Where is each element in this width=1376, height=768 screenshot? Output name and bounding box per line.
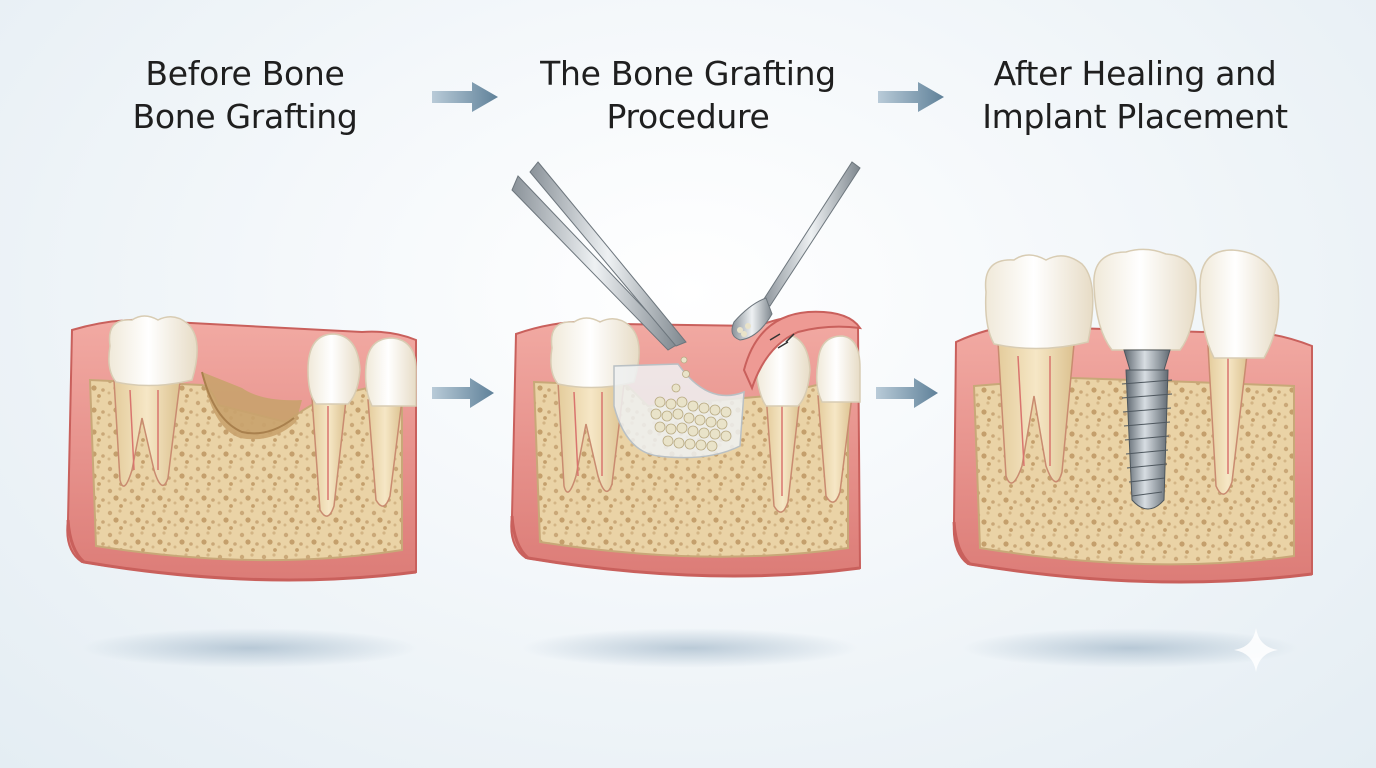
- tooth-crown: [364, 337, 417, 407]
- tooth-root: [765, 393, 801, 513]
- stage-title-line: Before Bone: [145, 54, 345, 93]
- tooth-crown: [815, 335, 861, 403]
- panel-shadow: [80, 628, 420, 668]
- tweezers-icon: [511, 161, 687, 351]
- jaw-after-implant: [952, 248, 1313, 584]
- stage-title-line: Bone Grafting: [132, 97, 358, 136]
- implant-crown: [1093, 248, 1197, 351]
- tooth-root: [311, 397, 347, 517]
- gum-flap: [742, 310, 863, 391]
- stage-title-procedure: The Bone Grafting Procedure: [498, 52, 878, 138]
- tooth-crown: [1199, 249, 1280, 359]
- bone-graft-granules: [650, 356, 732, 452]
- stage-title-line: Implant Placement: [982, 97, 1288, 136]
- jaw-grafting-procedure: [510, 161, 863, 578]
- panel-shadow: [520, 628, 860, 668]
- stage-title-before: Before Bone Bone Grafting: [55, 52, 435, 138]
- jaw-before-grafting: [66, 315, 417, 582]
- tooth-root: [997, 341, 1075, 484]
- arrow-right-icon: [876, 378, 938, 408]
- spatula-icon: [731, 161, 861, 341]
- sparkle-icon: [1234, 628, 1278, 672]
- stage-title-line: After Healing and: [993, 54, 1277, 93]
- tooth-crown: [984, 254, 1094, 350]
- arrow-right-icon: [432, 378, 494, 408]
- implant-screw: [1121, 369, 1173, 510]
- stage-title-after: After Healing and Implant Placement: [945, 52, 1325, 138]
- implant-abutment: [1123, 349, 1171, 371]
- tooth-crown: [307, 333, 361, 405]
- suture: [769, 333, 795, 349]
- stage-title-line: The Bone Grafting: [540, 54, 836, 93]
- tooth-crown: [108, 315, 198, 387]
- arrow-right-icon: [432, 82, 498, 112]
- arrow-right-icon: [878, 82, 944, 112]
- stage-title-line: Procedure: [606, 97, 770, 136]
